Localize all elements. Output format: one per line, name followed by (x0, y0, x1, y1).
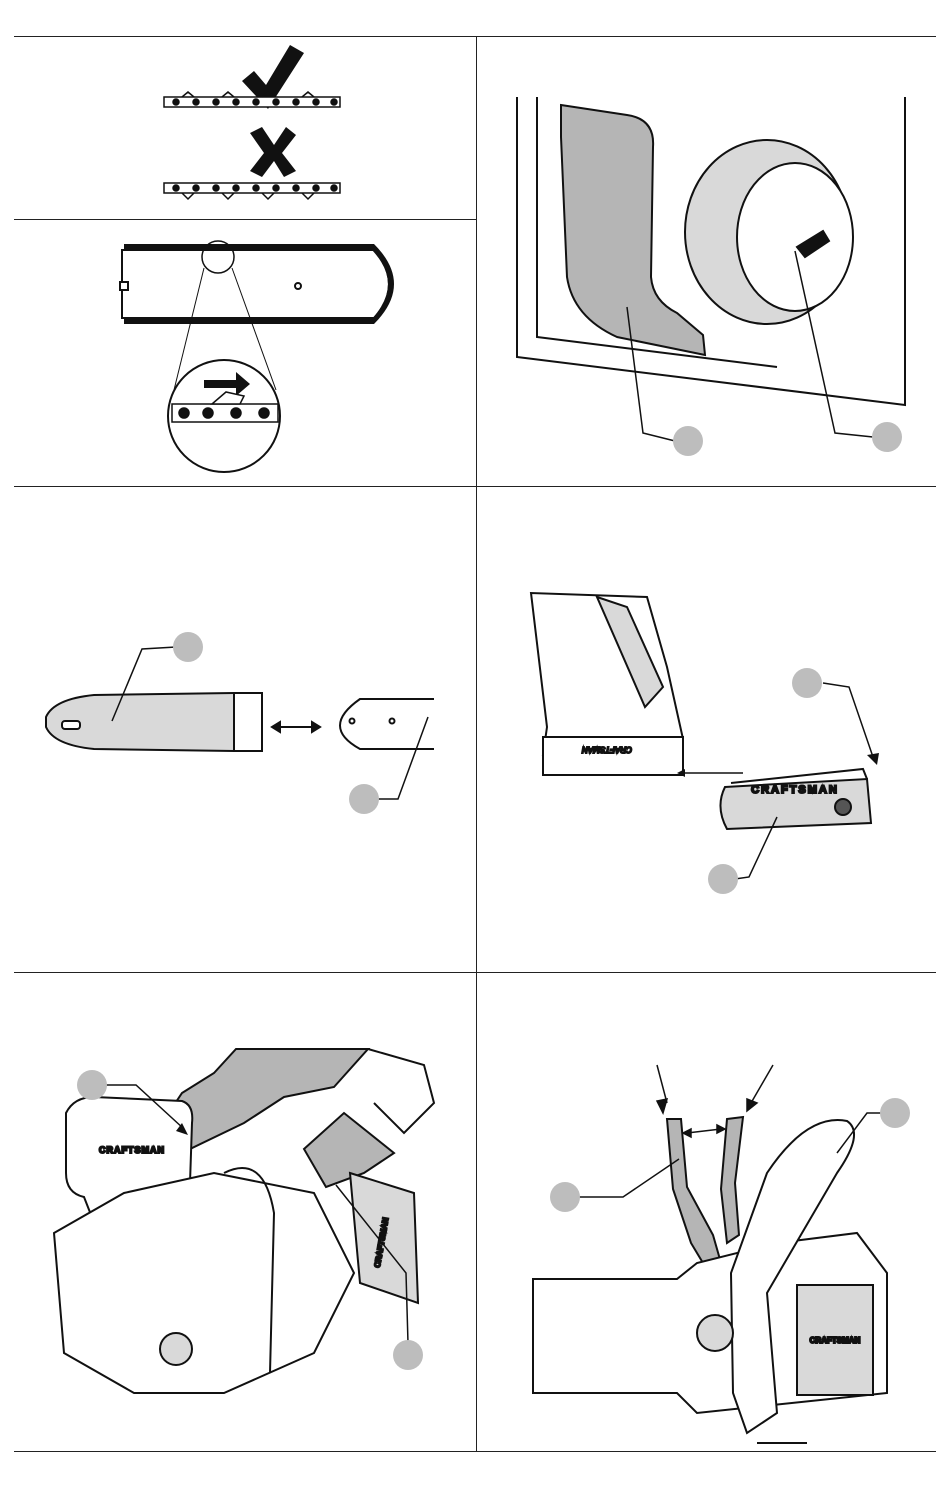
callout-battery-latch (792, 668, 879, 765)
bar-cover (46, 693, 262, 751)
correct-chain-strip (164, 92, 340, 107)
guide-bar (120, 250, 389, 318)
battery-on-saw: CRAFTSMAN (350, 1173, 418, 1303)
saw-body-rear: CRAFTSMAN (533, 1120, 887, 1443)
chain-on-bar-figure (14, 220, 476, 486)
chain-brake-figure: CRAFTSMAN CRAFTSMAN (14, 973, 476, 1451)
pack-brand-text: CRAFTSMAN (810, 1336, 861, 1345)
handle-brand-text: CRAFTSMAN (582, 745, 632, 754)
bar-cover-figure (14, 487, 476, 972)
lockout-levers (667, 1117, 743, 1273)
battery-brand-text: CRAFTSMAN (751, 784, 839, 796)
gloved-hands (154, 1049, 434, 1187)
panel-chain-direction-check (14, 37, 476, 219)
battery-pack: CRAFTSMAN (720, 769, 871, 829)
panel-oil-cap-and-window (477, 37, 936, 486)
callout-lockout-lever (550, 1159, 679, 1212)
panel-battery-insertion: CRAFTSMAN CRAFTSMAN (477, 487, 936, 972)
incorrect-chain-strip (164, 183, 340, 199)
trigger-lockout-figure: CRAFTSMAN (477, 973, 936, 1451)
panel-bar-cover-removal (14, 487, 476, 972)
insertion-arrow-icon (677, 769, 743, 777)
oil-cap-figure (477, 37, 936, 486)
chain-direction-check-figure (14, 37, 476, 219)
guide-bar-side (340, 699, 434, 749)
panel-chain-direction-on-bar (14, 220, 476, 486)
battery-insertion-figure: CRAFTSMAN CRAFTSMAN (477, 487, 936, 972)
guard-brand-text: CRAFTSMAN (99, 1145, 165, 1155)
bottom-rule (14, 1451, 936, 1452)
panel-trigger-lockout: CRAFTSMAN (477, 973, 936, 1451)
x-mark-icon (250, 127, 296, 177)
removal-arrow-icon (272, 722, 320, 732)
saw-handle-rear: CRAFTSMAN (531, 593, 683, 775)
panel-chain-brake-operation: CRAFTSMAN CRAFTSMAN (14, 973, 476, 1451)
